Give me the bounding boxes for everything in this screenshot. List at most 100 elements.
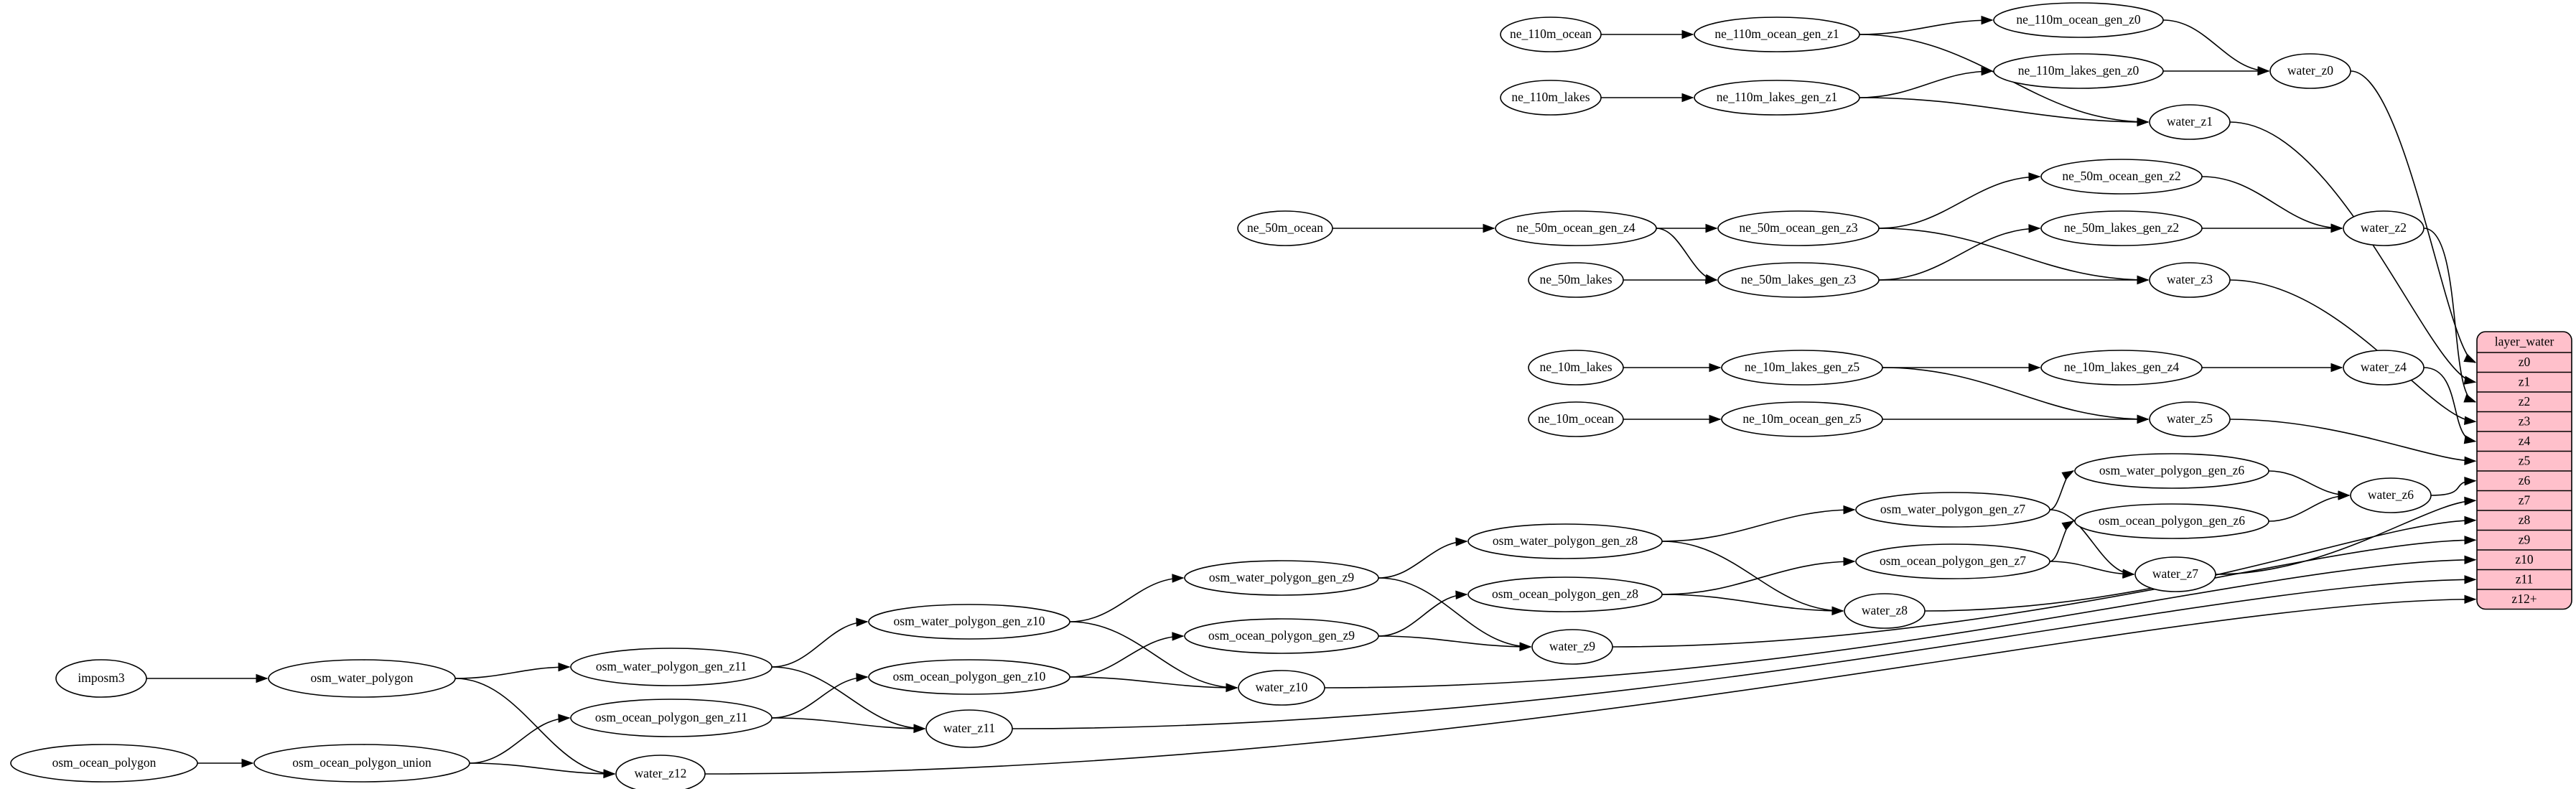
node-water_z9[interactable]: water_z9 — [1531, 629, 1613, 665]
node-label-water_z5: water_z5 — [2167, 411, 2213, 426]
node-ne_110m_lakes[interactable]: ne_110m_lakes — [1500, 80, 1602, 116]
record-row-z6[interactable]: z6 — [2519, 473, 2531, 487]
node-shape-osm_water_polygon_gen_z11 — [570, 648, 773, 686]
node-osm_water_polygon_gen_z8[interactable]: osm_water_polygon_gen_z8 — [1467, 523, 1663, 559]
node-water_z12[interactable]: water_z12 — [615, 755, 706, 789]
node-shape-osm_water_polygon — [268, 659, 456, 698]
node-shape-ne_110m_lakes_gen_z0 — [1993, 53, 2164, 89]
edge-osm_water_polygon_gen_z8-to-water_z8 — [1661, 541, 1844, 615]
node-water_z4[interactable]: water_z4 — [2343, 350, 2425, 386]
node-label-osm_water_polygon_gen_z6: osm_water_polygon_gen_z6 — [2099, 463, 2244, 477]
node-label-ne_10m_lakes: ne_10m_lakes — [1539, 360, 1612, 374]
edge-ne_50m_lakes_gen_z2-to-water_z2 — [2202, 223, 2343, 233]
node-shape-osm_water_polygon_gen_z10 — [868, 604, 1070, 640]
node-ne_50m_lakes[interactable]: ne_50m_lakes — [1528, 262, 1624, 298]
edge-osm_ocean_polygon_gen_z9-to-water_z9 — [1378, 635, 1532, 652]
node-water_z3[interactable]: water_z3 — [2149, 262, 2231, 298]
node-ne_110m_lakes_gen_z0[interactable]: ne_110m_lakes_gen_z0 — [1993, 53, 2164, 89]
node-shape-water_z0 — [2269, 53, 2351, 89]
node-osm_ocean_polygon_gen_z6[interactable]: osm_ocean_polygon_gen_z6 — [2074, 503, 2269, 539]
node-label-imposm3: imposm3 — [78, 671, 124, 685]
node-label-ne_50m_lakes_gen_z2: ne_50m_lakes_gen_z2 — [2064, 220, 2179, 235]
node-ne_50m_ocean_gen_z4[interactable]: ne_50m_ocean_gen_z4 — [1495, 210, 1657, 246]
edge-ne_10m_lakes_gen_z4-to-water_z4 — [2202, 363, 2343, 373]
node-water_z5[interactable]: water_z5 — [2149, 401, 2231, 437]
record-row-z3[interactable]: z3 — [2519, 414, 2531, 428]
node-water_z6[interactable]: water_z6 — [2350, 477, 2432, 513]
node-label-ne_110m_lakes_gen_z0: ne_110m_lakes_gen_z0 — [2018, 63, 2139, 78]
node-water_z11[interactable]: water_z11 — [925, 709, 1013, 748]
edge-osm_water_polygon_gen_z6-to-water_z6 — [2268, 470, 2351, 500]
node-osm_ocean_polygon_gen_z8[interactable]: osm_ocean_polygon_gen_z8 — [1467, 576, 1663, 612]
edge-osm_water_polygon_gen_z7-to-osm_water_polygon_gen_z6 — [2049, 470, 2075, 510]
node-label-ne_50m_lakes: ne_50m_lakes — [1539, 272, 1612, 286]
node-osm_water_polygon_gen_z6[interactable]: osm_water_polygon_gen_z6 — [2074, 453, 2269, 489]
node-shape-ne_50m_ocean_gen_z2 — [2040, 159, 2203, 195]
node-ne_50m_ocean[interactable]: ne_50m_ocean — [1237, 210, 1333, 246]
node-ne_10m_lakes[interactable]: ne_10m_lakes — [1528, 350, 1624, 386]
node-ne_10m_ocean_gen_z5[interactable]: ne_10m_ocean_gen_z5 — [1721, 401, 1883, 437]
node-shape-water_z12 — [615, 755, 706, 789]
node-ne_50m_ocean_gen_z2[interactable]: ne_50m_ocean_gen_z2 — [2040, 159, 2203, 195]
node-ne_50m_lakes_gen_z2[interactable]: ne_50m_lakes_gen_z2 — [2040, 210, 2203, 246]
node-shape-ne_50m_lakes_gen_z3 — [1717, 262, 1880, 298]
edge-ne_110m_lakes_gen_z0-to-water_z0 — [2163, 66, 2270, 76]
record-row-z11[interactable]: z11 — [2516, 571, 2534, 586]
node-osm_ocean_polygon[interactable]: osm_ocean_polygon — [10, 744, 198, 783]
node-water_z1[interactable]: water_z1 — [2149, 104, 2231, 140]
node-osm_water_polygon[interactable]: osm_water_polygon — [268, 659, 456, 698]
node-osm_water_polygon_gen_z11[interactable]: osm_water_polygon_gen_z11 — [570, 648, 773, 686]
record-row-z5[interactable]: z5 — [2519, 453, 2531, 467]
node-ne_110m_lakes_gen_z1[interactable]: ne_110m_lakes_gen_z1 — [1694, 80, 1860, 116]
record-row-z0[interactable]: z0 — [2519, 355, 2531, 369]
node-ne_110m_ocean_gen_z0[interactable]: ne_110m_ocean_gen_z0 — [1993, 2, 2164, 38]
node-osm_ocean_polygon_gen_z11[interactable]: osm_ocean_polygon_gen_z11 — [570, 699, 773, 737]
record-row-z7[interactable]: z7 — [2519, 492, 2531, 507]
edge-water_z1-to-layer_water_z1 — [2229, 121, 2477, 385]
node-water_z8[interactable]: water_z8 — [1844, 593, 1926, 629]
node-ne_110m_ocean[interactable]: ne_110m_ocean — [1500, 17, 1602, 52]
node-ne_10m_lakes_gen_z4[interactable]: ne_10m_lakes_gen_z4 — [2040, 350, 2203, 386]
record-row-z10[interactable]: z10 — [2515, 552, 2534, 566]
node-ne_110m_ocean_gen_z1[interactable]: ne_110m_ocean_gen_z1 — [1694, 17, 1860, 52]
record-row-z9[interactable]: z9 — [2519, 532, 2531, 546]
node-osm_ocean_polygon_gen_z10[interactable]: osm_ocean_polygon_gen_z10 — [868, 659, 1070, 695]
record-row-z1[interactable]: z1 — [2519, 374, 2531, 388]
node-water_z2[interactable]: water_z2 — [2343, 210, 2425, 246]
node-ne_50m_ocean_gen_z3[interactable]: ne_50m_ocean_gen_z3 — [1717, 210, 1880, 246]
edge-ne_10m_lakes_gen_z5-to-ne_10m_lakes_gen_z4 — [1882, 363, 2041, 373]
node-label-water_z11: water_z11 — [943, 721, 995, 735]
node-water_z0[interactable]: water_z0 — [2269, 53, 2351, 89]
edge-osm_water_polygon_gen_z10-to-osm_water_polygon_gen_z9 — [1069, 574, 1185, 622]
node-shape-ne_50m_lakes_gen_z2 — [2040, 210, 2203, 246]
node-label-ne_10m_lakes_gen_z5: ne_10m_lakes_gen_z5 — [1745, 360, 1860, 374]
node-ne_10m_ocean[interactable]: ne_10m_ocean — [1528, 401, 1624, 437]
edge-osm_ocean_polygon_gen_z6-to-water_z6 — [2268, 491, 2351, 522]
node-shape-osm_ocean_polygon_gen_z11 — [570, 699, 773, 737]
node-water_z10[interactable]: water_z10 — [1238, 670, 1325, 706]
node-shape-osm_ocean_polygon_gen_z8 — [1467, 576, 1663, 612]
node-ne_10m_lakes_gen_z5[interactable]: ne_10m_lakes_gen_z5 — [1721, 350, 1883, 386]
node-label-osm_water_polygon_gen_z9: osm_water_polygon_gen_z9 — [1209, 570, 1354, 584]
node-ne_50m_lakes_gen_z3[interactable]: ne_50m_lakes_gen_z3 — [1717, 262, 1880, 298]
node-water_z7[interactable]: water_z7 — [2134, 556, 2216, 592]
node-shape-ne_110m_lakes — [1500, 80, 1602, 116]
record-row-z12plus[interactable]: z12+ — [2511, 592, 2537, 606]
record-row-z4[interactable]: z4 — [2519, 434, 2531, 448]
record-row-z8[interactable]: z8 — [2519, 513, 2531, 527]
record-row-z2[interactable]: z2 — [2519, 394, 2531, 408]
edge-water_z0-to-layer_water_z0 — [2350, 70, 2477, 363]
node-osm_ocean_polygon_gen_z7[interactable]: osm_ocean_polygon_gen_z7 — [1855, 543, 2050, 579]
node-osm_ocean_polygon_gen_z9[interactable]: osm_ocean_polygon_gen_z9 — [1184, 618, 1379, 654]
node-osm_water_polygon_gen_z9[interactable]: osm_water_polygon_gen_z9 — [1184, 560, 1379, 596]
node-osm_water_polygon_gen_z7[interactable]: osm_water_polygon_gen_z7 — [1855, 492, 2050, 528]
node-shape-ne_110m_ocean_gen_z0 — [1993, 2, 2164, 38]
node-imposm3[interactable]: imposm3 — [55, 659, 147, 698]
node-shape-water_z6 — [2350, 477, 2432, 513]
node-shape-imposm3 — [55, 659, 147, 698]
node-label-osm_water_polygon: osm_water_polygon — [311, 671, 414, 685]
node-label-ne_110m_lakes_gen_z1: ne_110m_lakes_gen_z1 — [1717, 90, 1837, 104]
node-osm_ocean_polygon_union[interactable]: osm_ocean_polygon_union — [253, 744, 470, 783]
node-shape-ne_110m_ocean_gen_z1 — [1694, 17, 1860, 52]
node-osm_water_polygon_gen_z10[interactable]: osm_water_polygon_gen_z10 — [868, 604, 1070, 640]
